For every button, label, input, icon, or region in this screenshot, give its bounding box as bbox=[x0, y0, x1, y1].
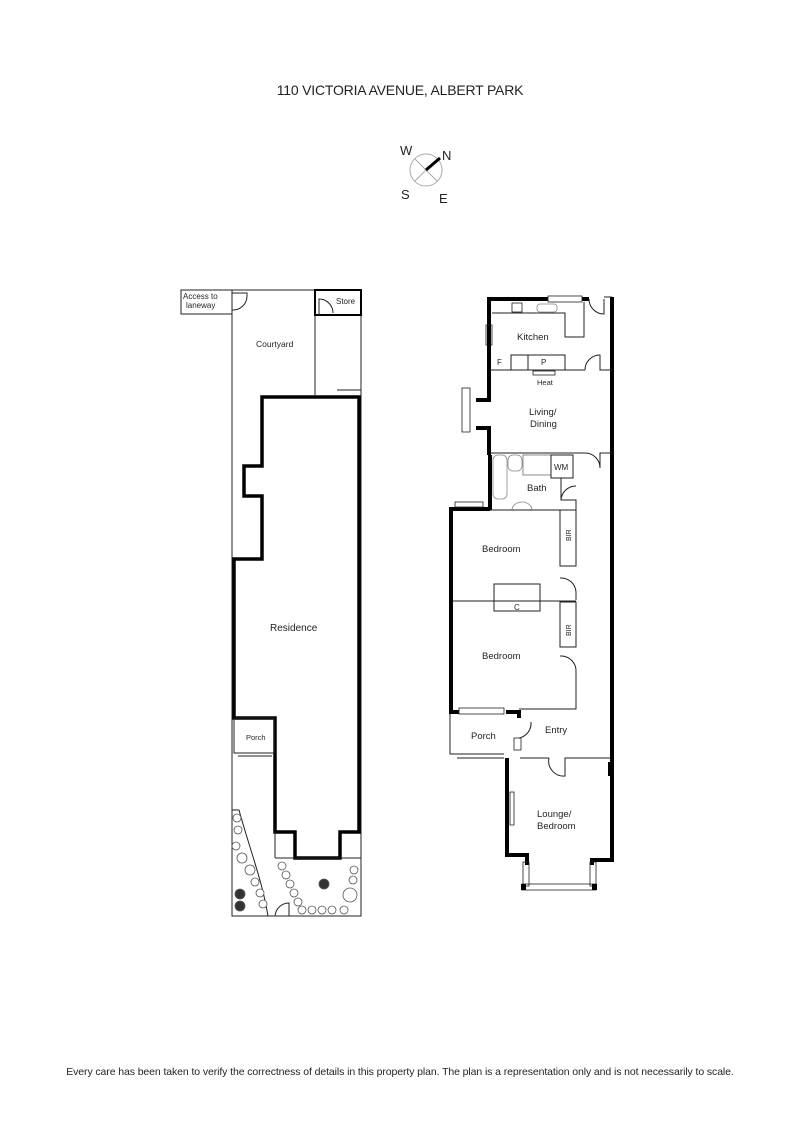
dining-label: Dining bbox=[530, 419, 557, 430]
page-title: 110 VICTORIA AVENUE, ALBERT PARK bbox=[276, 82, 524, 98]
access-label: Access to bbox=[183, 292, 218, 301]
store-label: Store bbox=[336, 297, 356, 306]
disclaimer: Every care has been taken to verify the … bbox=[66, 1066, 734, 1078]
entry-label: Entry bbox=[545, 725, 567, 736]
compass-north: N bbox=[442, 148, 451, 163]
bir-1-label: BIR bbox=[566, 529, 573, 541]
residence-label: Residence bbox=[270, 623, 318, 634]
fridge-label: F bbox=[497, 358, 502, 367]
living-label: Living/ bbox=[529, 407, 557, 418]
porch-label: Porch bbox=[471, 731, 496, 742]
wm-label: WM bbox=[554, 463, 569, 472]
compass-icon: W N S E bbox=[400, 143, 451, 206]
lounge-bedroom-label: Bedroom bbox=[537, 821, 576, 832]
access-label-2: laneway bbox=[186, 301, 215, 310]
lounge-label: Lounge/ bbox=[537, 809, 572, 820]
chimney-label: C bbox=[514, 603, 520, 612]
kitchen-label: Kitchen bbox=[517, 332, 549, 343]
compass-west: W bbox=[400, 143, 413, 158]
bir-2-label: BIR bbox=[566, 624, 573, 636]
bedroom-1-label: Bedroom bbox=[482, 544, 521, 555]
courtyard-label: Courtyard bbox=[256, 339, 294, 349]
heat-label: Heat bbox=[537, 378, 554, 387]
bath-label: Bath bbox=[527, 483, 547, 494]
shrub-icons bbox=[231, 813, 359, 915]
bedroom-2-label: Bedroom bbox=[482, 651, 521, 662]
compass-south: S bbox=[401, 187, 410, 202]
compass-east: E bbox=[439, 191, 448, 206]
floor-plan: Kitchen F P Heat Living/ Dining WM Bath … bbox=[449, 295, 614, 891]
site-plan: Access to laneway Store Courtyard Reside… bbox=[180, 289, 362, 917]
pantry-label: P bbox=[541, 358, 546, 367]
site-porch-label: Porch bbox=[246, 733, 266, 742]
